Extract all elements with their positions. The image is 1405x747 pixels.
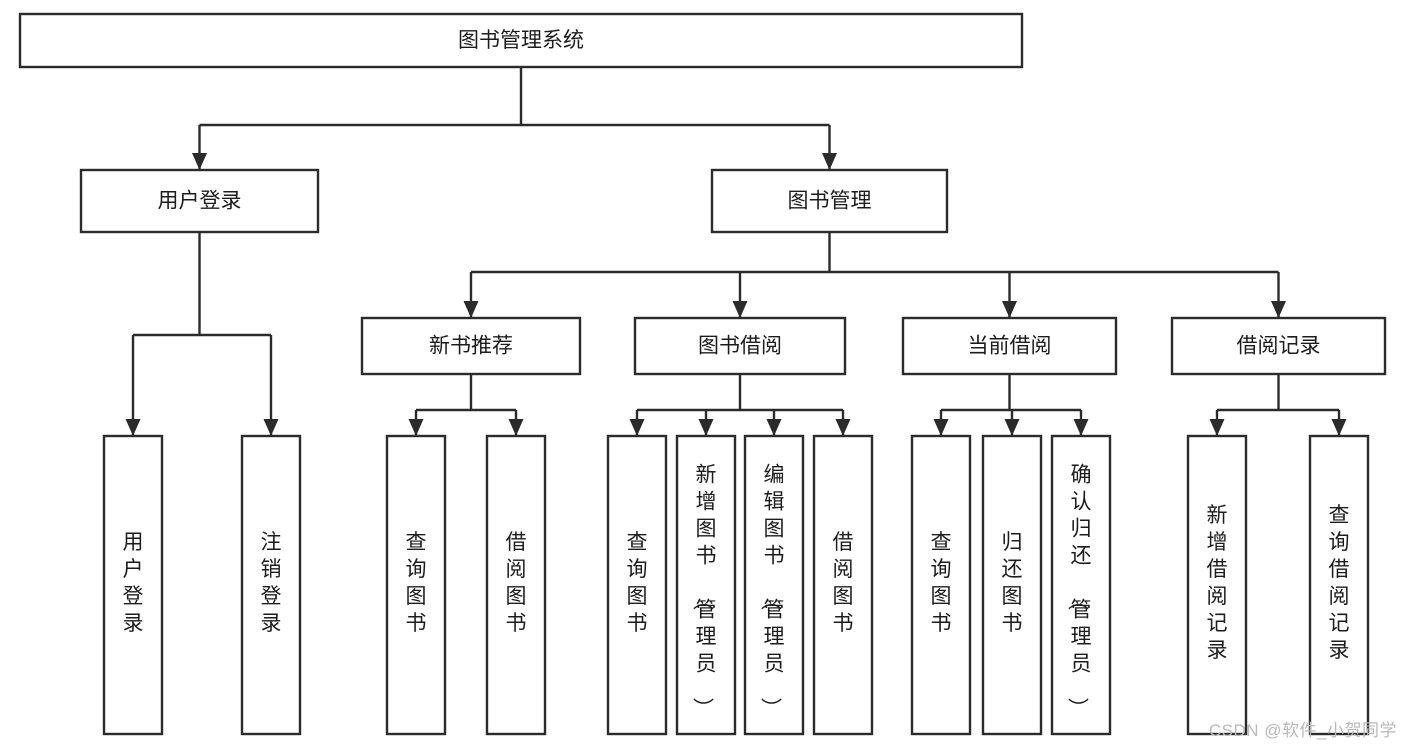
node-box bbox=[18, 12, 1024, 69]
node-book-manage[interactable]: 图书管理 bbox=[710, 168, 949, 234]
node-label: 用户登录 bbox=[158, 190, 242, 213]
node-label: 归还图书 bbox=[1002, 531, 1023, 635]
node-label: 图书管理系统 bbox=[458, 29, 584, 52]
node-root[interactable]: 图书管理系统 bbox=[18, 12, 1024, 69]
node-box bbox=[812, 434, 874, 736]
connectors-layer bbox=[125, 67, 1347, 436]
node-label: 借阅图书 bbox=[506, 531, 527, 635]
node-label: 查询图书 bbox=[627, 531, 648, 635]
node-label: 新增图书（管理员） bbox=[691, 463, 717, 718]
node-box bbox=[385, 434, 447, 736]
node-borrow-record[interactable]: 借阅记录 bbox=[1170, 316, 1387, 376]
node-label: 新书推荐 bbox=[429, 335, 513, 358]
node-new-book-rec[interactable]: 新书推荐 bbox=[360, 316, 582, 376]
node-leaf-query-record[interactable]: 查询借阅记录 bbox=[1308, 434, 1370, 736]
node-box bbox=[1170, 316, 1387, 376]
node-box bbox=[743, 434, 805, 736]
node-box bbox=[633, 316, 847, 376]
node-leaf-borrow-book-2[interactable]: 借阅图书 bbox=[812, 434, 874, 736]
node-leaf-user-logout[interactable]: 注销登录 bbox=[240, 434, 302, 736]
node-box bbox=[1186, 434, 1248, 736]
node-leaf-return-book[interactable]: 归还图书 bbox=[981, 434, 1043, 736]
nodes-layer: 图书管理系统用户登录图书管理新书推荐图书借阅当前借阅借阅记录用户登录注销登录查询… bbox=[18, 12, 1387, 736]
node-label: 借阅记录 bbox=[1237, 335, 1321, 358]
node-label: 编辑图书（管理员） bbox=[759, 463, 785, 718]
node-leaf-borrow-book-1[interactable]: 借阅图书 bbox=[485, 434, 547, 736]
node-box bbox=[606, 434, 668, 736]
node-label: 查询图书 bbox=[406, 531, 427, 635]
node-label: 图书管理 bbox=[788, 190, 872, 213]
node-label: 新增借阅记录 bbox=[1207, 504, 1228, 662]
node-box bbox=[79, 168, 320, 234]
node-label: 用户登录 bbox=[123, 531, 144, 635]
node-leaf-query-book-3[interactable]: 查询图书 bbox=[910, 434, 972, 736]
node-label: 图书借阅 bbox=[698, 335, 782, 358]
node-leaf-query-book-1[interactable]: 查询图书 bbox=[385, 434, 447, 736]
node-box bbox=[240, 434, 302, 736]
csdn-watermark: CSDN @软件_小贺同学 bbox=[1208, 721, 1397, 740]
node-box bbox=[981, 434, 1043, 736]
node-box bbox=[360, 316, 582, 376]
node-leaf-add-record[interactable]: 新增借阅记录 bbox=[1186, 434, 1248, 736]
node-label: 当前借阅 bbox=[968, 335, 1052, 358]
node-box bbox=[710, 168, 949, 234]
node-box bbox=[1050, 434, 1112, 736]
node-label: 借阅图书 bbox=[833, 531, 854, 635]
node-box bbox=[102, 434, 164, 736]
node-user-login[interactable]: 用户登录 bbox=[79, 168, 320, 234]
node-box bbox=[910, 434, 972, 736]
node-label: 查询借阅记录 bbox=[1329, 504, 1350, 662]
node-label: 确认归还（管理员） bbox=[1066, 463, 1092, 718]
node-box bbox=[485, 434, 547, 736]
node-box bbox=[1308, 434, 1370, 736]
node-box bbox=[675, 434, 737, 736]
node-leaf-confirm-return[interactable]: 确认归还（管理员） bbox=[1050, 434, 1112, 736]
node-label: 注销登录 bbox=[261, 531, 282, 635]
node-leaf-add-book[interactable]: 新增图书（管理员） bbox=[675, 434, 737, 736]
node-box bbox=[901, 316, 1118, 376]
node-leaf-query-book-2[interactable]: 查询图书 bbox=[606, 434, 668, 736]
node-leaf-edit-book[interactable]: 编辑图书（管理员） bbox=[743, 434, 805, 736]
node-leaf-user-login[interactable]: 用户登录 bbox=[102, 434, 164, 736]
node-current-borrow[interactable]: 当前借阅 bbox=[901, 316, 1118, 376]
node-book-borrow[interactable]: 图书借阅 bbox=[633, 316, 847, 376]
node-label: 查询图书 bbox=[931, 531, 952, 635]
